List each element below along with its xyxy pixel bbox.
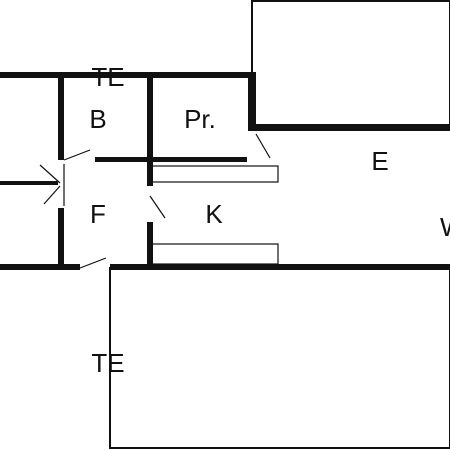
bottom-wall-right	[110, 264, 450, 270]
left-door-leaf-a	[39, 164, 61, 184]
walls	[0, 72, 450, 270]
bathroom-left-wall	[58, 72, 64, 160]
pantry-door-leaf	[255, 133, 271, 159]
label-pantry: Pr.	[184, 104, 216, 134]
kitchen-left-wall	[147, 222, 153, 270]
right-vertical-wall-upper	[248, 72, 256, 130]
top-exterior-wall	[0, 72, 256, 78]
bottom-door-leaf	[79, 257, 107, 269]
room-labels: TE B Pr. E F K W TE	[89, 62, 450, 378]
left-door-leaf-b	[43, 185, 61, 205]
bottom-wall-left	[0, 264, 80, 270]
label-living-partial: W	[440, 212, 450, 242]
lower-terrace-outline	[109, 267, 450, 449]
bathroom-door-leaf	[63, 149, 91, 161]
hall-left-wall-lower	[58, 208, 64, 270]
bathroom-pantry-divider	[147, 72, 153, 186]
label-terrace-top: TE	[91, 62, 124, 92]
left-horizontal-wall	[0, 181, 58, 185]
label-terrace-bottom: TE	[91, 348, 124, 378]
label-entrance: E	[371, 146, 388, 176]
label-kitchen: K	[205, 199, 223, 229]
fixtures	[39, 133, 279, 269]
label-hall: F	[90, 199, 106, 229]
entrance-top-wall	[248, 124, 450, 131]
kitchen-counter-bottom	[151, 243, 279, 265]
label-bathroom: B	[89, 104, 106, 134]
upper-right-building-outline	[251, 0, 450, 128]
kitchen-counter-top	[151, 165, 279, 183]
mid-horizontal-wall	[95, 157, 247, 162]
hall-door-leaf	[149, 195, 166, 219]
